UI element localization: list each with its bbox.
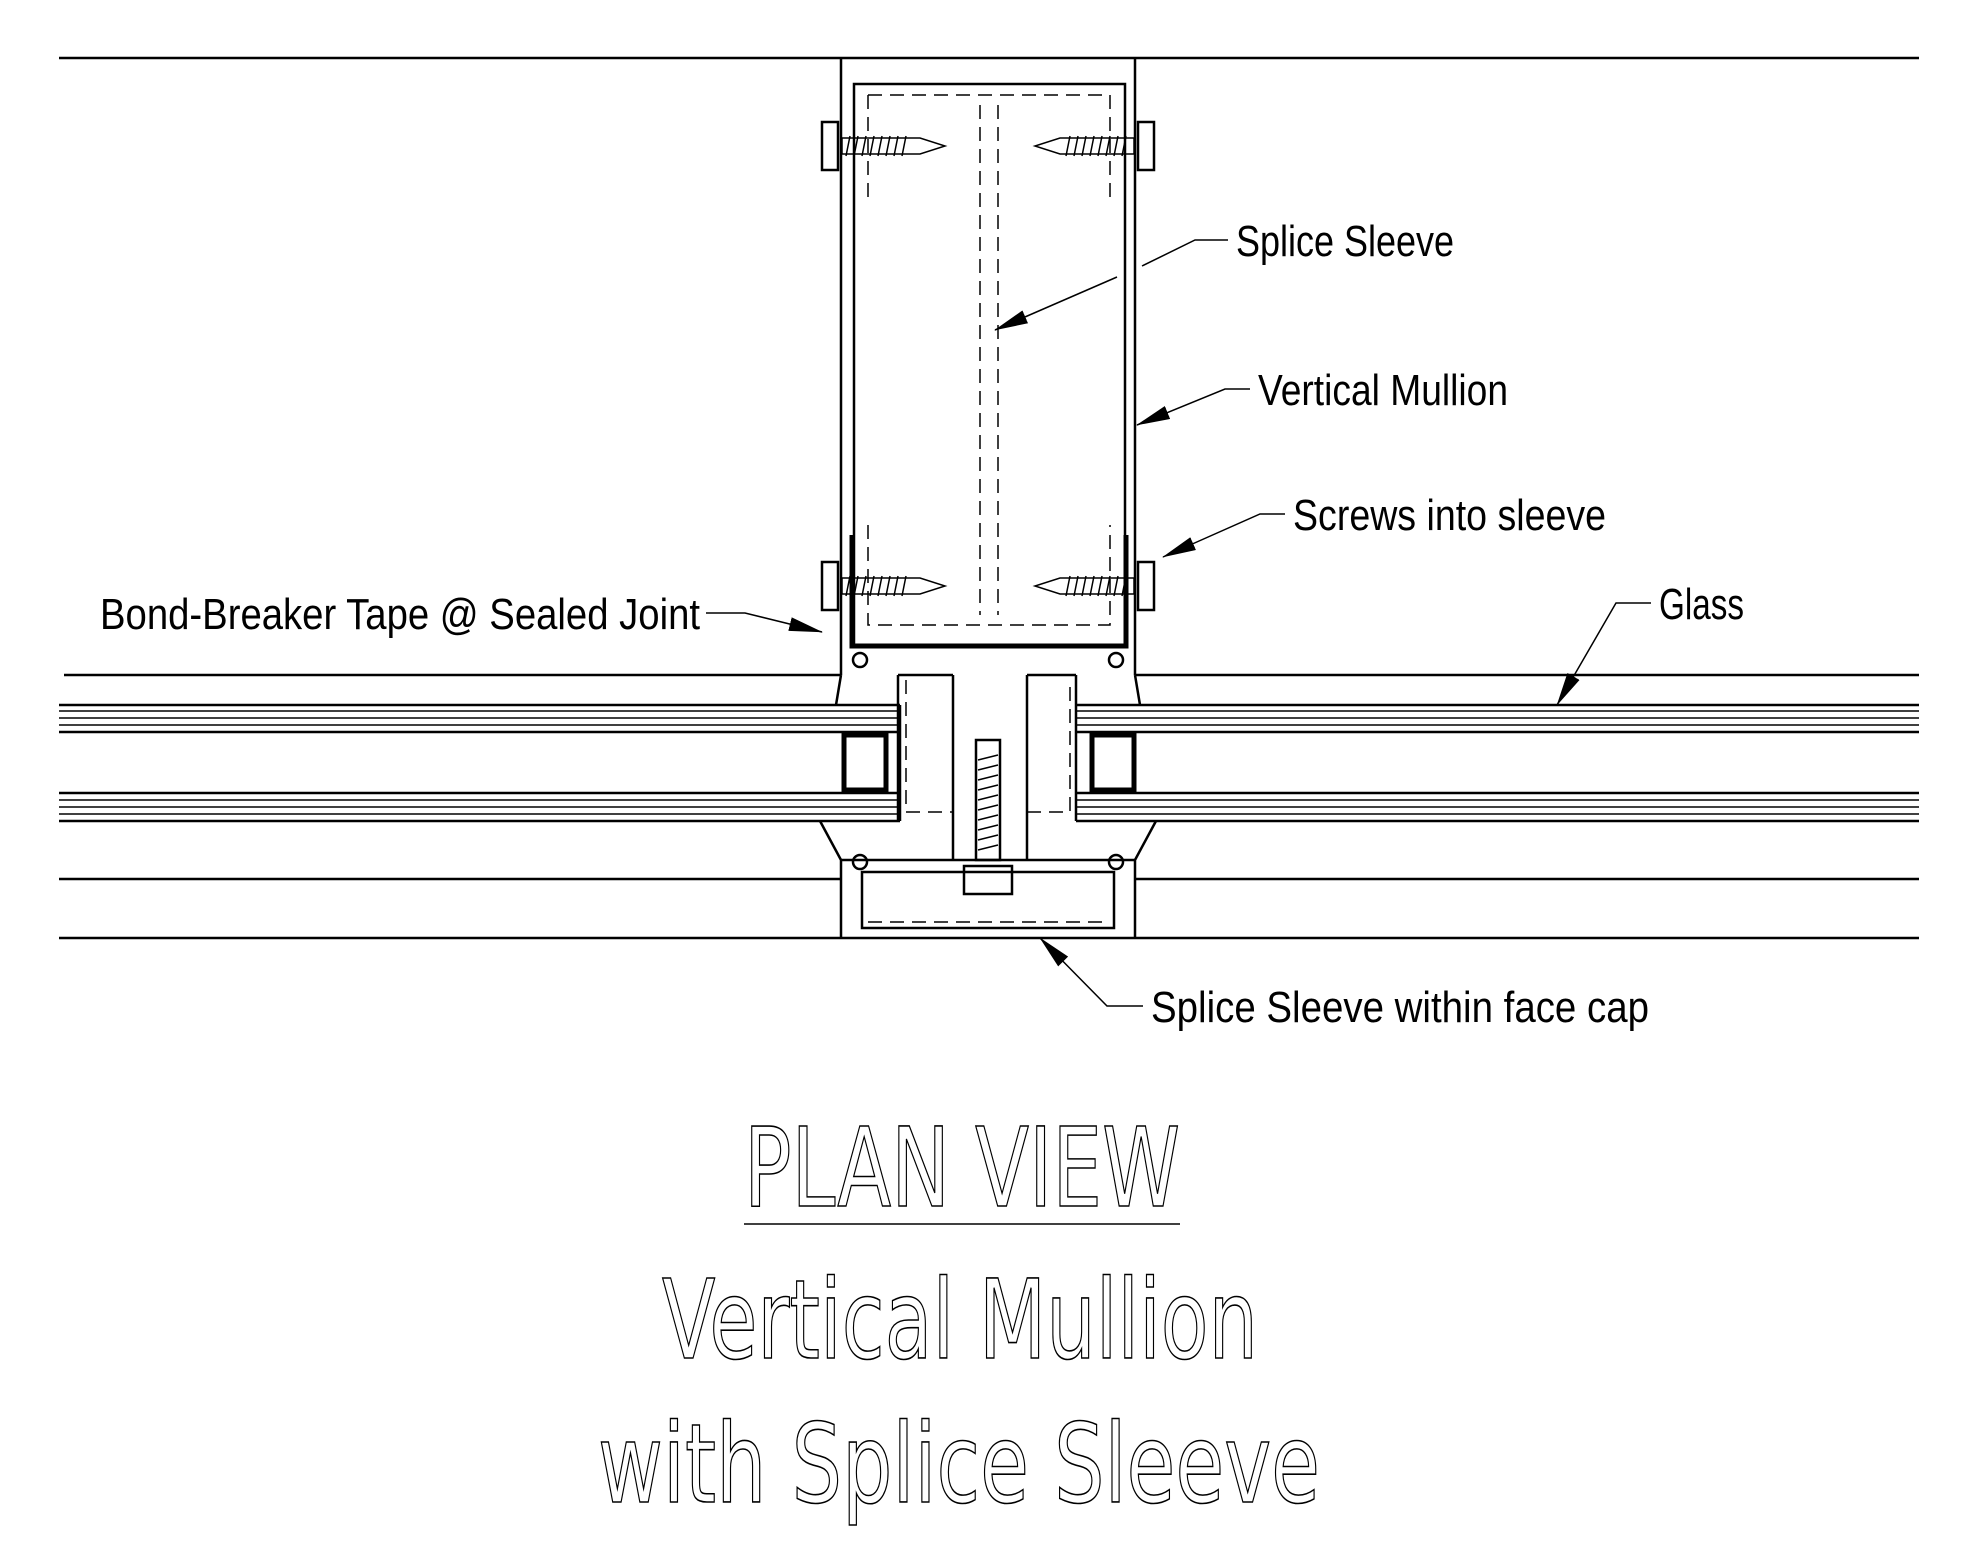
label-screws-into-sleeve: Screws into sleeve <box>1293 491 1606 540</box>
glass-right <box>1074 703 1919 823</box>
title-plan-view: PLAN VIEW <box>744 1104 1180 1232</box>
title-vertical-mullion: Vertical Mullion <box>662 1256 1258 1384</box>
vertical-mullion <box>818 58 1158 938</box>
label-splice-sleeve: Splice Sleeve <box>1236 217 1454 266</box>
label-vertical-mullion: Vertical Mullion <box>1258 366 1508 415</box>
glass-left <box>59 703 902 823</box>
screws-top <box>820 120 1156 172</box>
face-cap <box>841 651 1135 930</box>
title-with-splice-sleeve: with Splice Sleeve <box>598 1400 1320 1528</box>
screws-bottom <box>820 560 1156 612</box>
leader-lines <box>706 239 1651 1007</box>
label-splice-sleeve-face-cap: Splice Sleeve within face cap <box>1151 983 1649 1032</box>
label-glass: Glass <box>1659 580 1744 629</box>
label-bond-breaker-tape: Bond-Breaker Tape @ Sealed Joint <box>100 590 700 639</box>
building-lines <box>59 56 1919 940</box>
